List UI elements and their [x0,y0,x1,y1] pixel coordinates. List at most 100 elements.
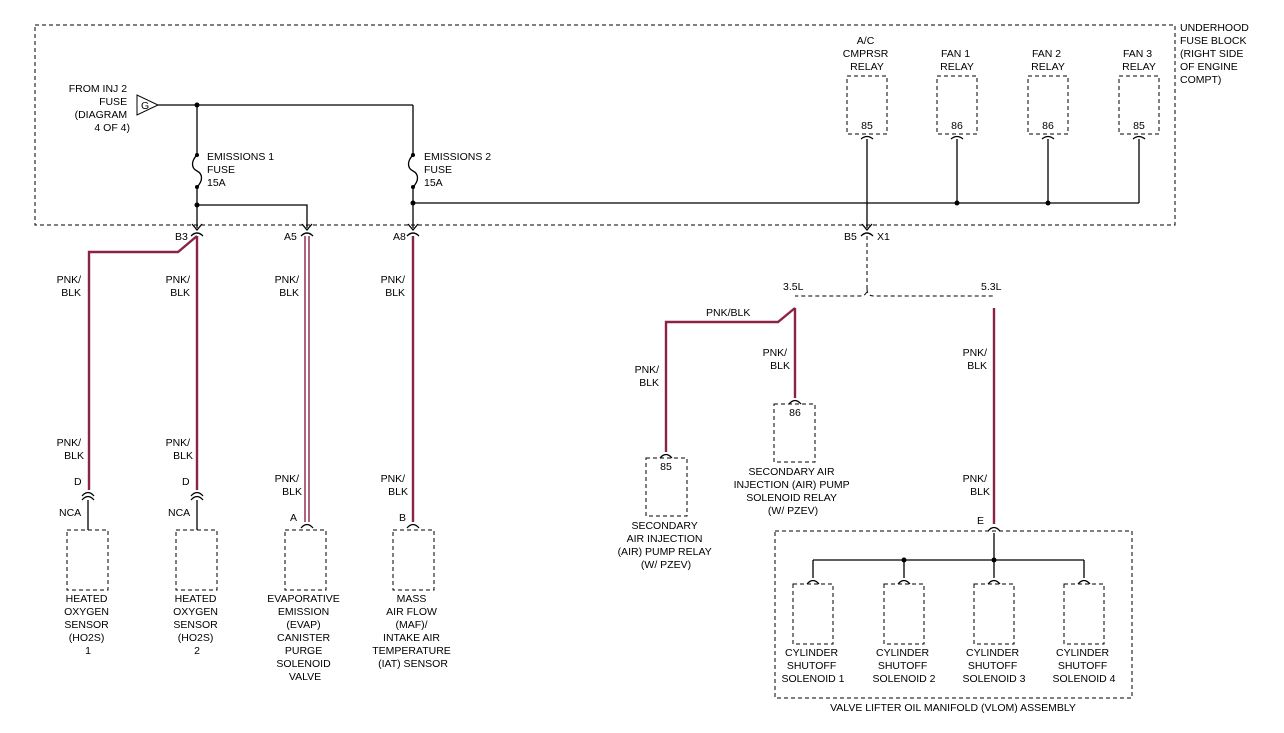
connector-terminal [406,523,420,529]
nca-label: NCA [59,507,81,519]
air-pump-relay: 85 SECONDARY AIR INJECTION (AIR) PUMP RE… [618,453,715,571]
relay-label: A/C CMPRSR RELAY [843,35,891,73]
pin-arrow [191,223,203,232]
pin-label-x1: X1 [877,231,890,243]
junction-dot [1045,200,1051,206]
relay-fan2: FAN 2 RELAY 86 [1027,48,1069,203]
solenoid-box [792,583,834,645]
solenoid-box [883,583,925,645]
wire-color-label: PNK/ BLK PNK/ BLK [57,274,84,462]
connector-terminal [897,579,911,585]
emissions2-fuse-symbol [407,154,419,188]
connector-terminal [300,523,314,529]
connector-terminal [81,491,95,501]
cylinder-shutoff-solenoid-3: CYLINDER SHUTOFF SOLENOID 3 [962,579,1026,685]
junction-dot [991,557,997,563]
solenoid-label: CYLINDER SHUTOFF SOLENOID 1 [781,647,844,685]
pin-receptacle [190,232,204,237]
air-solenoid-relay-label: SECONDARY AIR INJECTION (AIR) PUMP SOLEN… [734,466,853,517]
connector-terminal [190,491,204,501]
source-connector-letter: G [141,100,149,112]
fuse-terminal-dot [411,153,415,157]
connector-terminal [788,399,802,405]
fuse-block-outline [34,24,1176,226]
pin-receptacle [300,232,314,237]
solenoid-label: CYLINDER SHUTOFF SOLENOID 4 [1052,647,1115,685]
pin-label-a8: A8 [393,231,406,243]
maf-component-box [392,529,435,591]
relay-terminal [860,135,874,140]
relay-pin: 86 [951,120,963,132]
variant-label-left: 3.5L [783,281,804,293]
ho2s2-component-box [175,529,218,591]
fuse-terminal-dot [195,153,199,157]
solenoid-box [973,583,1015,645]
connector-pin-label: A [290,512,297,524]
relay-pin: 85 [1133,120,1145,132]
connector-pin-label: E [977,515,984,527]
nca-label: NCA [168,507,190,519]
emissions1-a5-wire [197,204,308,228]
ho2s2-component-label: HEATED OXYGEN SENSOR (HO2S) 2 [173,593,221,657]
pin-arrow [861,223,873,232]
solenoid-box [1063,583,1105,645]
relay-box [645,457,688,517]
variant-label-right: 5.3L [981,281,1002,293]
air-solenoid-relay: 86 SECONDARY AIR INJECTION (AIR) PUMP SO… [734,399,853,517]
wire-color-label: PNK/ BLK PNK/ BLK [166,274,193,462]
relay-ac-compressor: A/C CMPRSR RELAY 85 [843,35,891,228]
ho2s1-component-label: HEATED OXYGEN SENSOR (HO2S) 1 [64,593,112,657]
emissions1-fuse-label: EMISSIONS 1 FUSE 15A [207,151,277,189]
cylinder-shutoff-solenoid-2: CYLINDER SHUTOFF SOLENOID 2 [872,560,936,685]
pin-label-a5: A5 [284,231,297,243]
connector-terminal [806,579,820,585]
connector-terminal [987,526,1001,532]
relay-pin: 86 [1042,120,1054,132]
relay-pin: 85 [861,120,873,132]
circuit-wire-air-pump-relay [664,307,796,452]
connector-terminal [659,453,673,459]
maf-component-label: MASS AIR FLOW (MAF)/ INTAKE AIR TEMPERAT… [372,593,453,670]
relay-label: FAN 3 RELAY [1122,48,1156,73]
connector-terminal [1077,579,1091,585]
pin-receptacle [860,232,874,237]
circuit-wire-evap [304,236,310,522]
relay-fan1: FAN 1 RELAY 86 [936,48,978,203]
cylinder-shutoff-solenoid-4: CYLINDER SHUTOFF SOLENOID 4 [1052,560,1116,685]
air-pump-relay-label: SECONDARY AIR INJECTION (AIR) PUMP RELAY… [618,520,715,571]
fuse-block-label: UNDERHOOD FUSE BLOCK (RIGHT SIDE OF ENGI… [1180,22,1252,86]
junction-dot [954,200,960,206]
ho2s1-component-box [66,529,109,591]
variant-split-dashed [795,236,994,297]
connector-pin-label: D [182,476,190,488]
pin-arrow [301,223,313,232]
relay-fan3: FAN 3 RELAY 85 [1118,48,1160,203]
emissions1-fuse-symbol [191,154,203,188]
wire-color-label: PNK/ BLK PNK/ BLK [635,347,790,389]
relay-box [773,403,816,463]
relay-label: FAN 2 RELAY [1031,48,1065,73]
connector-terminal [987,579,1001,585]
pin-label-b5: B5 [844,231,857,243]
source-connector-triangle [136,94,160,116]
solenoid-label: CYLINDER SHUTOFF SOLENOID 3 [962,647,1025,685]
relay-label: FAN 1 RELAY [940,48,974,73]
connector-pin-label: B [399,512,406,524]
emissions2-fuse-label: EMISSIONS 2 FUSE 15A [424,151,494,189]
relay-terminal [950,135,964,140]
vlom-assembly-label: VALVE LIFTER OIL MANIFOLD (VLOM) ASSEMBL… [830,702,1076,714]
relay-pin: 86 [789,407,801,419]
evap-component-label: EVAPORATIVE EMISSION (EVAP) CANISTER PUR… [267,593,342,683]
circuit-wire-ho2s1 [87,235,198,490]
solenoid-label: CYLINDER SHUTOFF SOLENOID 2 [872,647,935,685]
pin-receptacle [406,232,420,237]
pin-arrow [407,223,419,232]
relay-terminal [1041,135,1055,140]
connector-pin-label: D [74,476,82,488]
relay-pin: 85 [660,461,672,473]
vlom-assembly-outline [774,530,1133,699]
wire-color-label: PNK/ BLK PNK/ BLK [381,274,408,498]
evap-component-box [284,529,327,591]
wire-color-inline-label: PNK/BLK [706,307,750,319]
